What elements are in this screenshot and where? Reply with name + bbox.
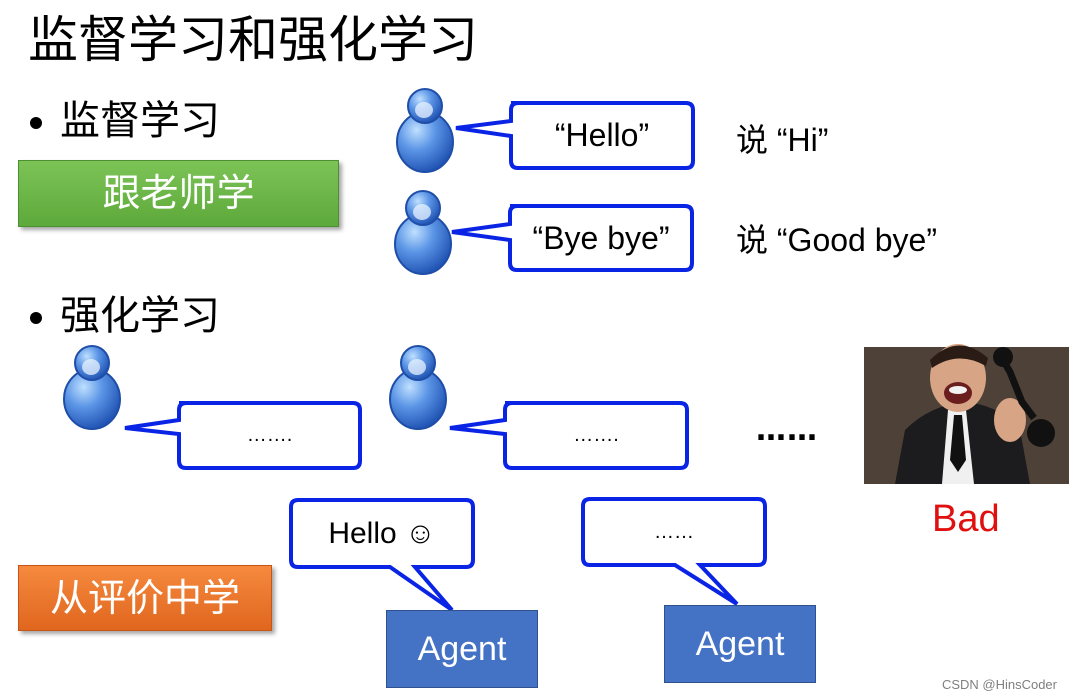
person-icon xyxy=(394,190,452,275)
angry-man-photo xyxy=(864,344,1069,484)
bubble-text: “Bye bye” xyxy=(532,220,670,256)
bullet-supervised-label: 监督学习 xyxy=(60,98,220,144)
bullet-supervised: 监督学习 xyxy=(30,97,220,145)
page-title: 监督学习和强化学习 xyxy=(28,11,478,69)
response-text: 说 “Hi” xyxy=(736,122,829,158)
bubble-text: “Hello” xyxy=(554,117,650,153)
speech-bubble xyxy=(449,401,689,470)
feedback-bad-label: Bad xyxy=(932,498,1000,540)
bullet-dot xyxy=(30,312,42,324)
watermark: CSDN @HinsCoder xyxy=(941,677,1057,692)
speech-bubble xyxy=(455,101,695,170)
speech-bubble xyxy=(289,498,475,612)
person-icon xyxy=(63,345,121,430)
agent-bubble-text: Hello ☺ xyxy=(328,517,436,550)
learn-from-teacher-tag: 跟老师学 xyxy=(18,160,339,227)
bullet-dot xyxy=(30,117,42,129)
bullet-reinforcement-label: 强化学习 xyxy=(60,293,220,339)
agent-bubble-text: …… xyxy=(654,521,694,543)
bullet-reinforcement: 强化学习 xyxy=(30,292,220,340)
bubble-text: ……. xyxy=(246,424,293,446)
response-text: 说 “Good bye” xyxy=(736,222,937,258)
speech-bubble xyxy=(124,401,362,470)
bubble-text: ……. xyxy=(573,424,619,446)
ellipsis: …… xyxy=(756,413,818,448)
speech-bubble xyxy=(451,204,694,272)
agent-box: Agent xyxy=(664,605,816,683)
person-icon xyxy=(389,345,447,430)
learn-from-critique-tag: 从评价中学 xyxy=(18,565,272,631)
speech-bubble xyxy=(581,497,767,606)
person-icon xyxy=(396,88,454,173)
agent-box: Agent xyxy=(386,610,538,688)
